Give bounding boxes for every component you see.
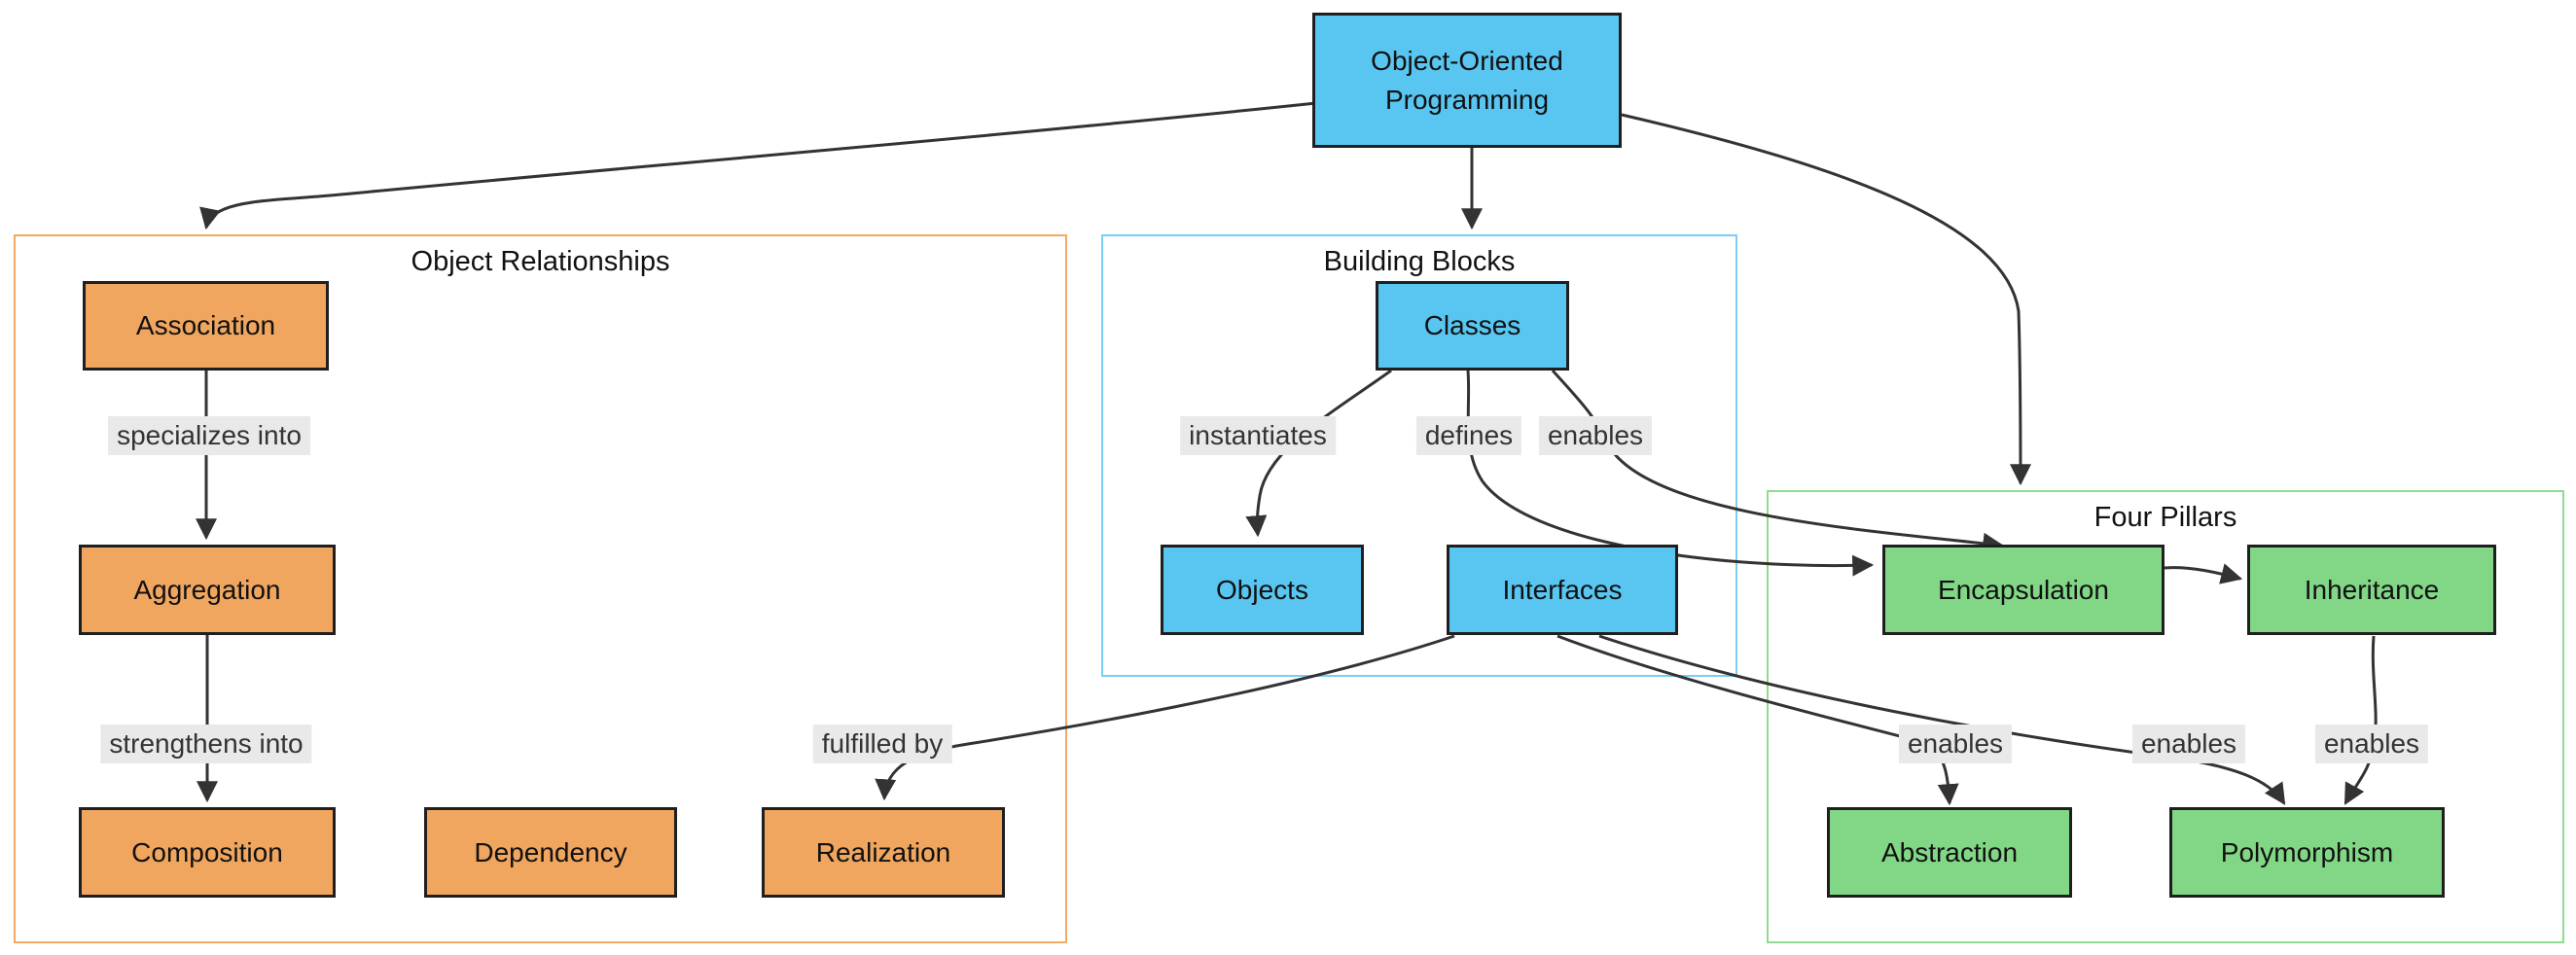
- edge-oop-to-object-relationships: [199, 101, 1317, 230]
- node-polymorphism: Polymorphism: [2169, 807, 2445, 898]
- node-realization-label: Realization: [815, 836, 951, 867]
- node-inheritance-label: Inheritance: [2304, 574, 2440, 605]
- edge-label-strengthens-into: strengthens into: [100, 725, 312, 763]
- node-association-label: Association: [135, 310, 276, 341]
- node-abstraction-label: Abstraction: [1880, 836, 2019, 867]
- edge-label-enables-classes: enables: [1538, 416, 1653, 455]
- node-inheritance: Inheritance: [2247, 545, 2496, 635]
- node-composition-label: Composition: [131, 836, 283, 867]
- node-objects: Objects: [1161, 545, 1364, 635]
- node-polymorphism-label: Polymorphism: [2220, 836, 2394, 867]
- node-interfaces-label: Interfaces: [1502, 574, 1623, 605]
- node-composition: Composition: [79, 807, 336, 898]
- node-abstraction: Abstraction: [1827, 807, 2072, 898]
- cluster-title-building-blocks: Building Blocks: [1323, 246, 1516, 277]
- node-dependency: Dependency: [424, 807, 677, 898]
- node-oop: Object-Oriented Programming: [1312, 13, 1622, 148]
- cluster-title-object-relationships: Object Relationships: [411, 246, 670, 277]
- node-encapsulation-label: Encapsulation: [1938, 574, 2109, 605]
- node-realization: Realization: [762, 807, 1005, 898]
- edge-label-specializes-into: specializes into: [108, 416, 310, 455]
- edge-label-defines: defines: [1415, 416, 1522, 455]
- node-encapsulation: Encapsulation: [1882, 545, 2165, 635]
- edge-label-enables-polymorphism-left: enables: [2131, 725, 2246, 763]
- node-oop-label: Object-Oriented Programming: [1371, 46, 1563, 115]
- edge-label-enables-abstraction: enables: [1898, 725, 2013, 763]
- node-classes-label: Classes: [1423, 310, 1521, 341]
- node-aggregation-label: Aggregation: [133, 574, 281, 605]
- node-interfaces: Interfaces: [1447, 545, 1678, 635]
- node-classes: Classes: [1376, 281, 1569, 371]
- node-objects-label: Objects: [1216, 574, 1308, 605]
- node-association: Association: [83, 281, 329, 371]
- edge-label-enables-polymorphism-right: enables: [2314, 725, 2429, 763]
- cluster-title-four-pillars: Four Pillars: [2093, 502, 2237, 533]
- cluster-object-relationships: Object Relationships: [14, 234, 1067, 943]
- edge-label-instantiates: instantiates: [1180, 416, 1336, 455]
- edge-label-fulfilled-by: fulfilled by: [812, 725, 952, 763]
- node-dependency-label: Dependency: [474, 836, 627, 867]
- node-aggregation: Aggregation: [79, 545, 336, 635]
